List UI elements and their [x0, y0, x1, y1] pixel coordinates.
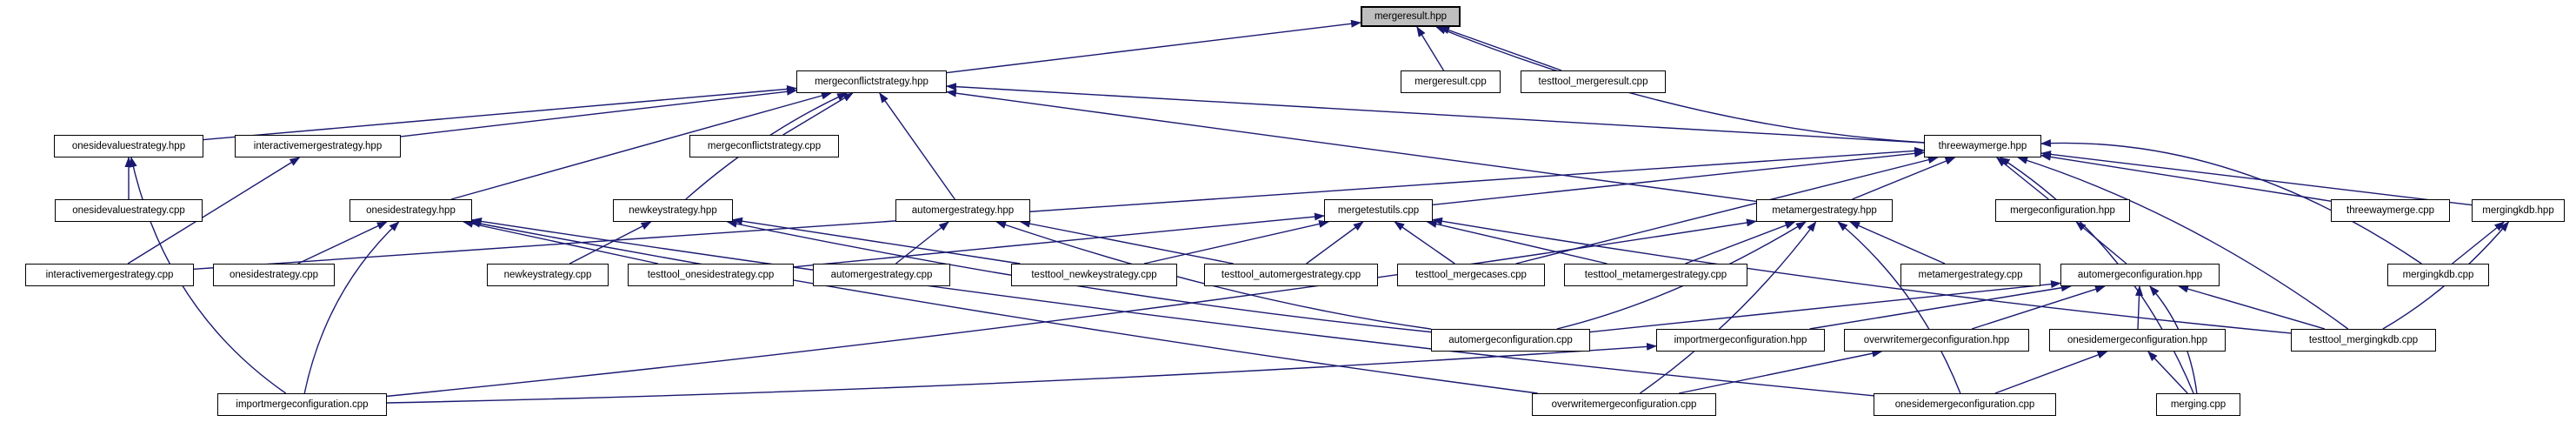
graph-node-merging.cpp[interactable]: merging.cpp	[2156, 393, 2240, 416]
include-edge-merging.cpp-to-onesidemergeconfiguration.hpp	[2147, 351, 2188, 394]
include-edge-mergingkdb.cpp-to-mergingkdb.hpp	[2452, 221, 2506, 265]
include-edge-automergeconfiguration.hpp-to-mergeconfiguration.hpp	[2075, 221, 2127, 265]
graph-node-interactivemergestrategy.cpp[interactable]: interactivemergestrategy.cpp	[25, 264, 194, 286]
include-edge-automergeconfiguration.cpp-to-automergestrategy.hpp	[995, 221, 1432, 330]
graph-node-mergingkdb.cpp[interactable]: mergingkdb.cpp	[2387, 264, 2489, 286]
include-edge-interactivemergestrategy.cpp-to-threewaymerge.hpp	[193, 146, 1925, 271]
graph-node-mergeconflictstrategy.cpp[interactable]: mergeconflictstrategy.cpp	[689, 135, 839, 157]
include-edge-importmergeconfiguration.hpp-to-automergeconfiguration.hpp	[1809, 284, 2072, 330]
include-edge-testtool_onesidestrategy.cpp-to-onesidestrategy.hpp	[463, 219, 659, 265]
include-edge-importmergeconfiguration.cpp-to-importmergeconfiguration.hpp	[386, 342, 1657, 404]
include-edge-overwritemergeconfiguration.cpp-to-overwritemergeconfiguration.hpp	[1679, 349, 1883, 394]
include-edge-testtool_mergingkdb.cpp-to-automergeconfiguration.hpp	[2178, 285, 2326, 330]
include-edge-interactivemergestrategy.cpp-to-interactivemergestrategy.hpp	[127, 157, 301, 265]
graph-node-onesidemergeconfiguration.cpp[interactable]: onesidemergeconfiguration.cpp	[1874, 393, 2056, 416]
include-edge-threewaymerge.hpp-to-mergeconflictstrategy.hpp	[946, 83, 1925, 144]
include-edge-onesidemergeconfiguration.cpp-to-onesidemergeconfiguration.hpp	[1994, 351, 2108, 394]
include-edge-threewaymerge.hpp-to-mergeresult.hpp	[1435, 26, 1925, 144]
include-edge-testtool_mergeresult.cpp-to-mergeresult.hpp	[1439, 26, 1562, 71]
include-edge-mergeconflictstrategy.cpp-to-mergeconflictstrategy.hpp	[782, 92, 854, 136]
include-edge-onesidemergeconfiguration.hpp-to-automergeconfiguration.hpp	[2135, 285, 2144, 330]
include-edge-merging.cpp-to-threewaymerge.hpp	[1999, 157, 2194, 394]
graph-node-testtool_metamergestrategy.cpp[interactable]: testtool_metamergestrategy.cpp	[1564, 264, 1747, 286]
graph-node-mergeconflictstrategy.hpp[interactable]: mergeconflictstrategy.hpp	[796, 70, 947, 93]
graph-node-mergeresult.hpp[interactable]: mergeresult.hpp	[1361, 6, 1461, 27]
graph-node-interactivemergestrategy.hpp[interactable]: interactivemergestrategy.hpp	[235, 135, 401, 157]
graph-node-automergeconfiguration.hpp[interactable]: automergeconfiguration.hpp	[2060, 264, 2220, 286]
graph-node-mergeresult.cpp[interactable]: mergeresult.cpp	[1401, 70, 1501, 93]
include-edge-overwritemergeconfiguration.hpp-to-automergeconfiguration.hpp	[1971, 285, 2106, 330]
include-edge-metamergestrategy.cpp-to-metamergestrategy.hpp	[1849, 221, 1946, 265]
include-edge-metamergestrategy.hpp-to-mergeconflictstrategy.hpp	[946, 89, 1757, 203]
include-edge-importmergeconfiguration.cpp-to-onesidestrategy.hpp	[303, 221, 400, 394]
graph-node-threewaymerge.hpp[interactable]: threewaymerge.hpp	[1924, 135, 2041, 157]
include-edge-testtool_mergingkdb.cpp-to-threewaymerge.hpp	[2017, 157, 2349, 330]
include-edge-importmergeconfiguration.cpp-to-metamergestrategy.hpp	[386, 218, 1757, 398]
graph-node-overwritemergeconfiguration.cpp[interactable]: overwritemergeconfiguration.cpp	[1532, 393, 1716, 416]
graph-node-automergeconfiguration.cpp[interactable]: automergeconfiguration.cpp	[1431, 329, 1590, 352]
graph-node-onesidevaluestrategy.hpp[interactable]: onesidevaluestrategy.hpp	[54, 135, 203, 157]
graph-node-testtool_automergestrategy.cpp[interactable]: testtool_automergestrategy.cpp	[1204, 264, 1378, 286]
graph-node-newkeystrategy.hpp[interactable]: newkeystrategy.hpp	[613, 199, 733, 222]
include-edge-automergeconfiguration.cpp-to-metamergestrategy.hpp	[1556, 221, 1807, 330]
graph-node-onesidestrategy.hpp[interactable]: onesidestrategy.hpp	[349, 199, 472, 222]
include-edge-automergeconfiguration.cpp-to-automergeconfiguration.hpp	[1589, 280, 2061, 333]
include-edge-mergingkdb.cpp-to-threewaymerge.hpp	[2040, 139, 2422, 265]
include-edge-onesidevaluestrategy.hpp-to-mergeconflictstrategy.hpp	[203, 84, 797, 141]
include-edge-mergingkdb.hpp-to-threewaymerge.hpp	[2040, 150, 2473, 206]
graph-node-onesidevaluestrategy.cpp[interactable]: onesidevaluestrategy.cpp	[55, 199, 203, 222]
include-edge-importmergeconfiguration.cpp-to-onesidevaluestrategy.hpp	[129, 157, 287, 394]
include-edge-overwritemergeconfiguration.cpp-to-onesidestrategy.hpp	[469, 219, 1538, 394]
include-edge-overwritemergeconfiguration.cpp-to-metamergestrategy.hpp	[1640, 221, 1817, 394]
include-edge-testtool_newkeystrategy.cpp-to-newkeystrategy.hpp	[732, 217, 1021, 265]
include-edge-onesidestrategy.cpp-to-onesidestrategy.hpp	[297, 221, 388, 265]
graph-node-mergingkdb.hpp[interactable]: mergingkdb.hpp	[2472, 199, 2565, 222]
include-edge-automergestrategy.cpp-to-automergestrategy.hpp	[895, 221, 949, 265]
include-edge-testtool_automergestrategy.cpp-to-automergestrategy.hpp	[1019, 219, 1234, 265]
graph-node-metamergestrategy.hpp[interactable]: metamergestrategy.hpp	[1756, 199, 1893, 222]
graph-node-importmergeconfiguration.hpp[interactable]: importmergeconfiguration.hpp	[1656, 329, 1825, 352]
include-edge-newkeystrategy.cpp-to-newkeystrategy.hpp	[569, 221, 652, 265]
include-edge-onesidemergeconfiguration.cpp-to-onesidestrategy.hpp	[471, 218, 1874, 397]
include-edge-testtool_metamergestrategy.cpp-to-mergetestutils.cpp	[1426, 220, 1608, 265]
graph-node-testtool_onesidestrategy.cpp[interactable]: testtool_onesidestrategy.cpp	[628, 264, 794, 286]
include-edge-mergeconflictstrategy.hpp-to-mergeresult.hpp	[946, 19, 1361, 74]
include-edge-threewaymerge.cpp-to-threewaymerge.hpp	[2040, 152, 2332, 202]
graph-node-threewaymerge.cpp[interactable]: threewaymerge.cpp	[2331, 199, 2450, 222]
graph-node-overwritemergeconfiguration.hpp[interactable]: overwritemergeconfiguration.hpp	[1844, 329, 2029, 352]
include-edge-testtool_newkeystrategy.cpp-to-mergetestutils.cpp	[1143, 220, 1330, 265]
include-edge-mergeconfiguration.hpp-to-threewaymerge.hpp	[1995, 157, 2049, 200]
include-edge-testtool_mergingkdb.cpp-to-mergetestutils.cpp	[1432, 217, 2292, 334]
graph-node-metamergestrategy.cpp[interactable]: metamergestrategy.cpp	[1900, 264, 2040, 286]
include-edge-onesidestrategy.hpp-to-mergeconflictstrategy.hpp	[450, 91, 832, 200]
graph-node-testtool_mergecases.cpp[interactable]: testtool_mergecases.cpp	[1397, 264, 1545, 286]
graph-node-newkeystrategy.cpp[interactable]: newkeystrategy.cpp	[487, 264, 609, 286]
include-edge-testtool_automergestrategy.cpp-to-mergetestutils.cpp	[1306, 221, 1364, 265]
graph-node-testtool_mergingkdb.cpp[interactable]: testtool_mergingkdb.cpp	[2291, 329, 2436, 352]
include-edge-testtool_metamergestrategy.cpp-to-metamergestrategy.hpp	[1685, 221, 1796, 265]
graph-node-testtool_newkeystrategy.cpp[interactable]: testtool_newkeystrategy.cpp	[1011, 264, 1177, 286]
graph-node-onesidestrategy.cpp[interactable]: onesidestrategy.cpp	[213, 264, 335, 286]
include-edge-metamergestrategy.hpp-to-threewaymerge.hpp	[1852, 157, 1956, 200]
graph-node-automergestrategy.hpp[interactable]: automergestrategy.hpp	[895, 199, 1030, 222]
graph-node-automergestrategy.cpp[interactable]: automergestrategy.cpp	[813, 264, 950, 286]
graph-node-importmergeconfiguration.cpp[interactable]: importmergeconfiguration.cpp	[217, 393, 387, 416]
graph-node-testtool_mergeresult.cpp[interactable]: testtool_mergeresult.cpp	[1521, 70, 1666, 93]
include-edge-testtool_mergecases.cpp-to-mergetestutils.cpp	[1394, 221, 1455, 265]
include-edge-interactivemergestrategy.hpp-to-mergeconflictstrategy.hpp	[400, 87, 797, 137]
include-edge-mergeresult.cpp-to-mergeresult.hpp	[1416, 26, 1445, 71]
graph-node-mergeconfiguration.hpp[interactable]: mergeconfiguration.hpp	[1995, 199, 2130, 222]
include-edge-automergestrategy.hpp-to-mergeconflictstrategy.hpp	[879, 92, 955, 200]
include-edge-testtool_onesidestrategy.cpp-to-mergetestutils.cpp	[793, 212, 1325, 268]
graph-node-mergetestutils.cpp[interactable]: mergetestutils.cpp	[1324, 199, 1433, 222]
include-edge-mergetestutils.cpp-to-threewaymerge.hpp	[1432, 149, 1925, 206]
graph-node-onesidemergeconfiguration.hpp[interactable]: onesidemergeconfiguration.hpp	[2049, 329, 2226, 352]
include-edge-automergeconfiguration.cpp-to-newkeystrategy.hpp	[726, 219, 1432, 333]
